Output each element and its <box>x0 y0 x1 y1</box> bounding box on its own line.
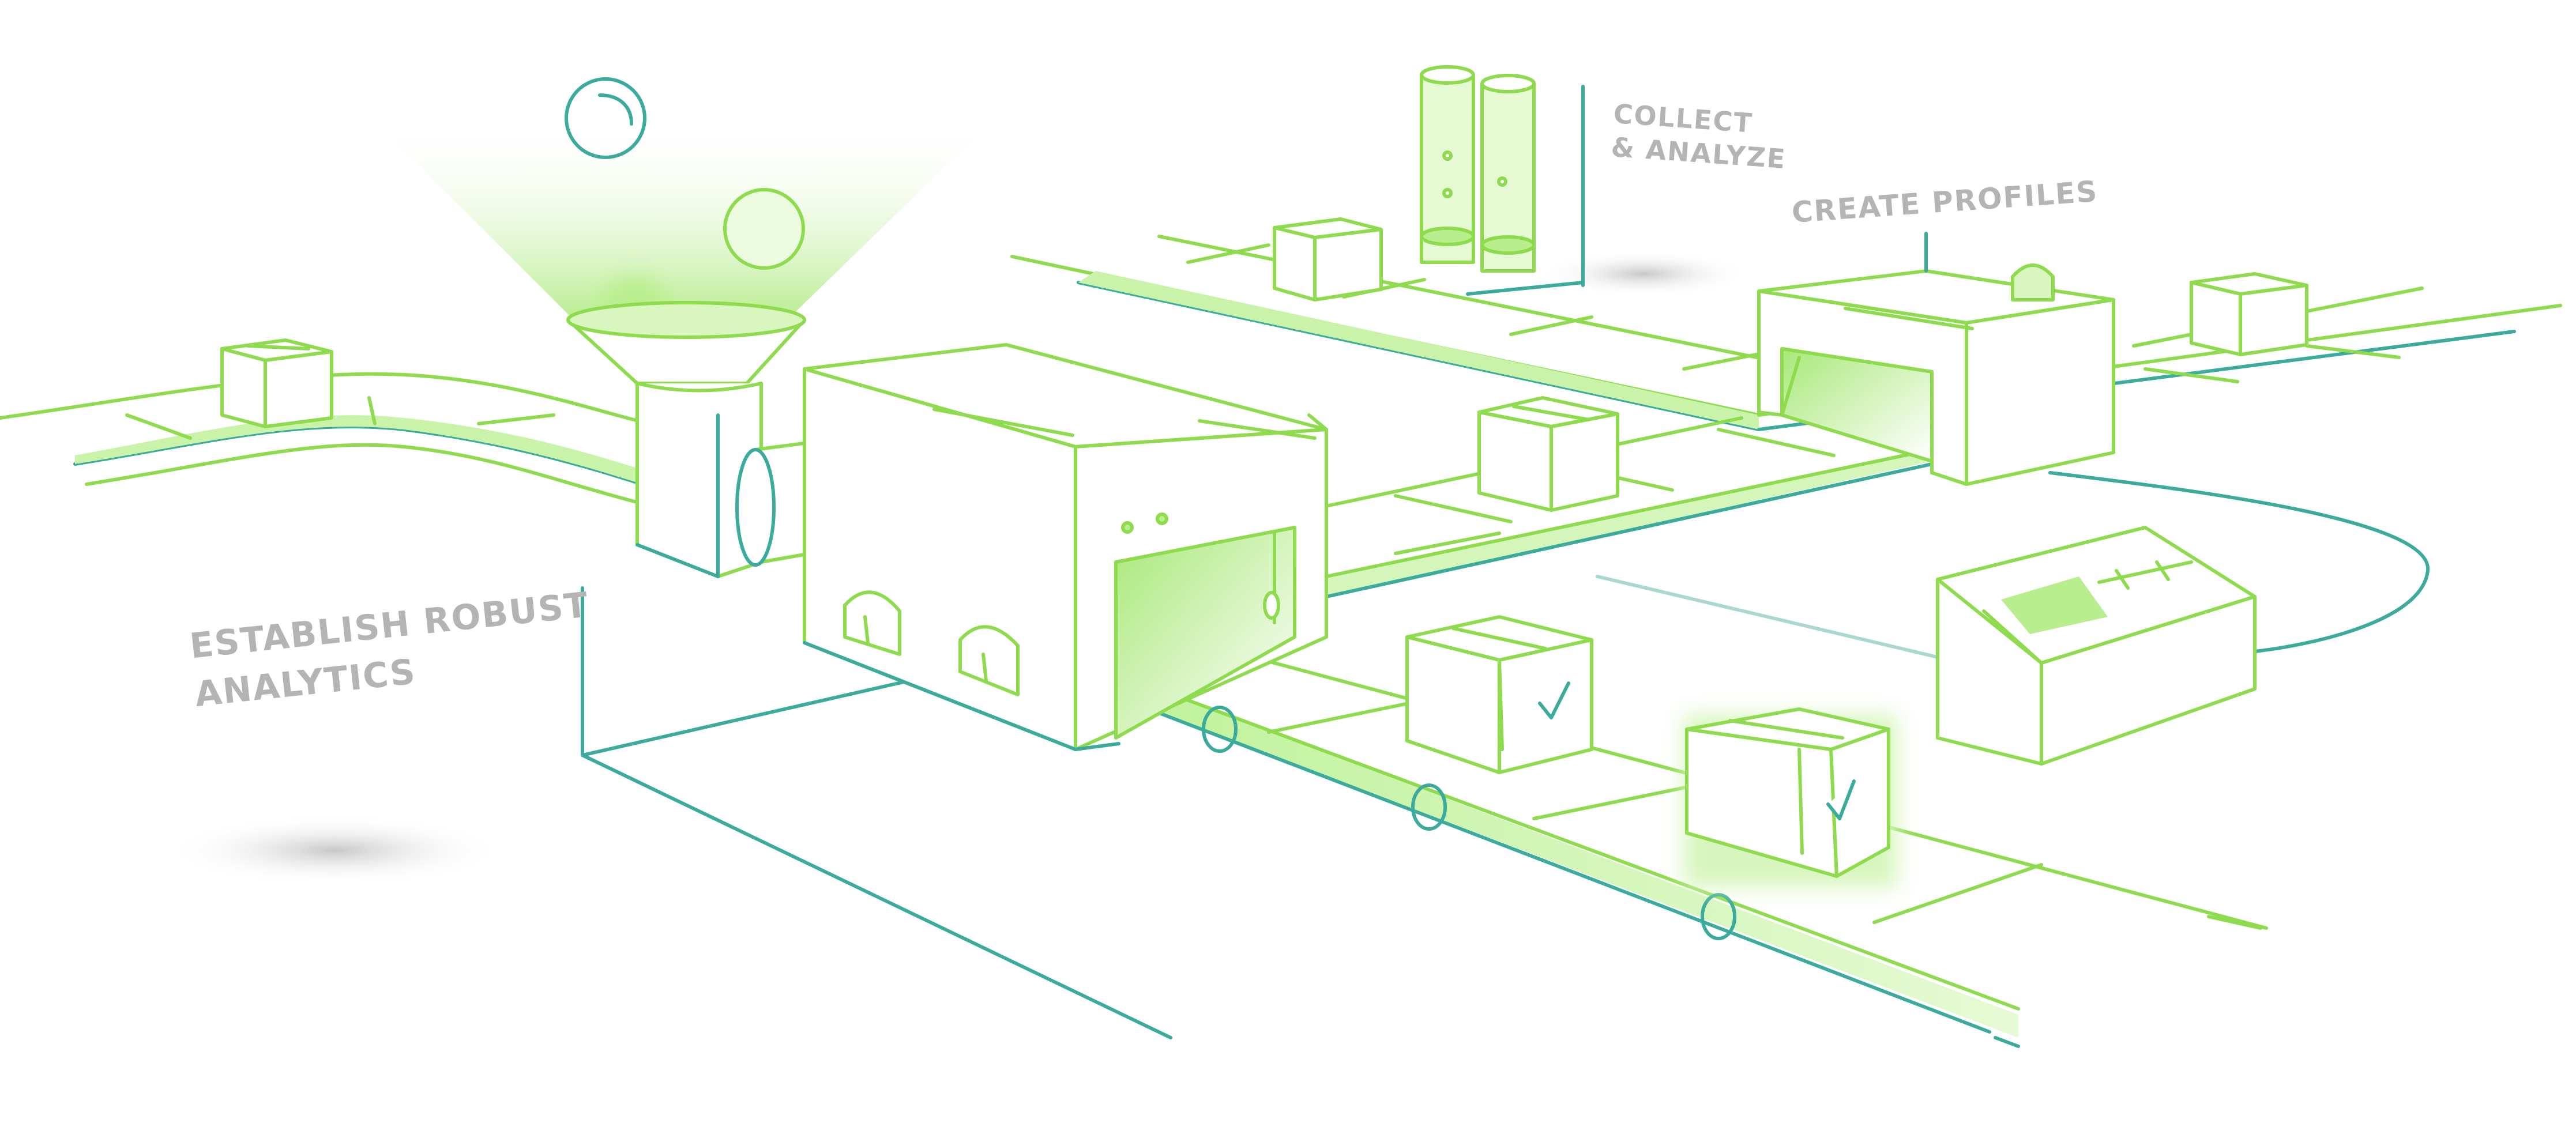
left-conveyor <box>0 372 653 503</box>
bubble <box>565 77 646 159</box>
collect-analyze-label: COLLECT & ANALYZE <box>1610 97 1789 176</box>
bubble <box>723 188 805 270</box>
package-box <box>220 338 333 428</box>
package-box <box>1477 396 1619 512</box>
funnel-light-beam <box>369 115 998 323</box>
profile-machine <box>1757 232 2115 486</box>
ground-shadow <box>167 816 502 885</box>
data-cable <box>2048 471 2430 653</box>
checked-package <box>1405 615 1593 774</box>
base-platform <box>581 586 1172 1039</box>
package-box <box>1273 217 1383 301</box>
package-box <box>2190 272 2308 356</box>
checked-package-highlighted <box>1685 707 1890 878</box>
middle-conveyor <box>1319 416 1934 598</box>
main-machine <box>803 343 1328 751</box>
terminal-device <box>1936 526 2257 766</box>
analysis-tubes <box>1420 65 1585 296</box>
